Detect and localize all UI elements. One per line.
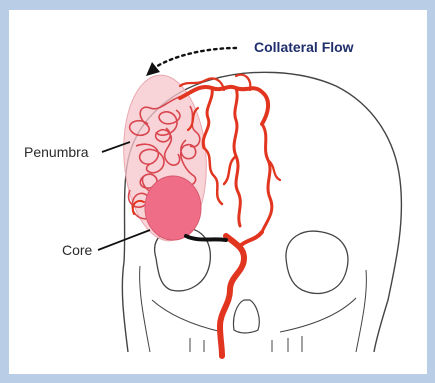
cheek-line-right: [280, 298, 356, 332]
collateral-flow-label: Collateral Flow: [254, 39, 354, 55]
nasal-cavity: [233, 300, 259, 333]
infarct-core: [145, 176, 201, 240]
right-eye-socket: [286, 231, 348, 293]
occluded-vessel: [186, 236, 226, 240]
cheek-line-left: [152, 300, 222, 332]
temple-line-left: [140, 266, 150, 352]
collateral-flow-arrow: [154, 48, 236, 68]
arrow-head-icon: [146, 62, 160, 76]
teeth-lines: [190, 336, 302, 352]
core-label: Core: [62, 242, 92, 258]
temple-line-right: [356, 270, 366, 352]
penumbra-label: Penumbra: [24, 144, 89, 160]
